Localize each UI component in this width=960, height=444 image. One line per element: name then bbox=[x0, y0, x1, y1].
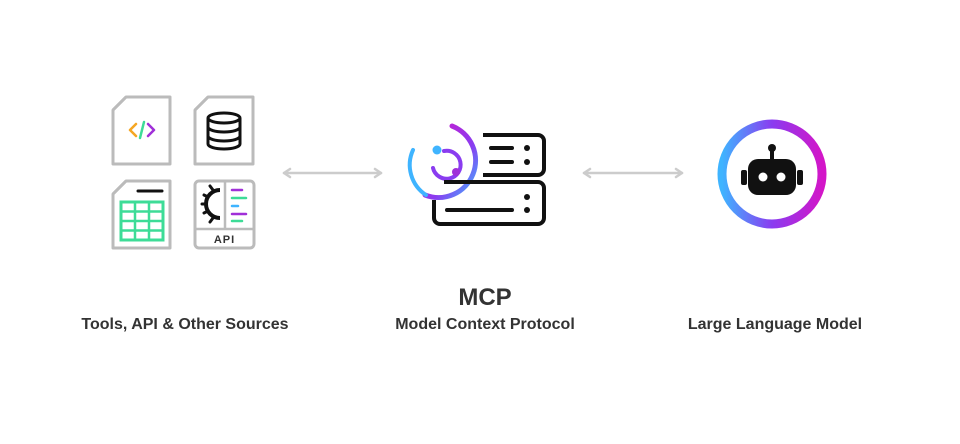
mcp-llm-arrow bbox=[582, 167, 684, 179]
mcp-server-icon bbox=[407, 123, 546, 226]
mcp-subtitle: Model Context Protocol bbox=[395, 316, 575, 333]
mcp-title: MCP bbox=[458, 284, 512, 311]
spreadsheet-icon bbox=[111, 179, 172, 250]
api-icon-label: API bbox=[214, 234, 235, 246]
code-file-icon bbox=[111, 95, 172, 166]
sources-mcp-arrow bbox=[282, 167, 383, 179]
database-icon bbox=[193, 95, 255, 166]
sources-label: Tools, API & Other Sources bbox=[81, 316, 289, 333]
llm-label: Large Language Model bbox=[687, 316, 863, 333]
sources-icon-group: API bbox=[111, 95, 256, 250]
api-icon: API bbox=[193, 179, 256, 250]
robot-icon bbox=[717, 119, 827, 229]
